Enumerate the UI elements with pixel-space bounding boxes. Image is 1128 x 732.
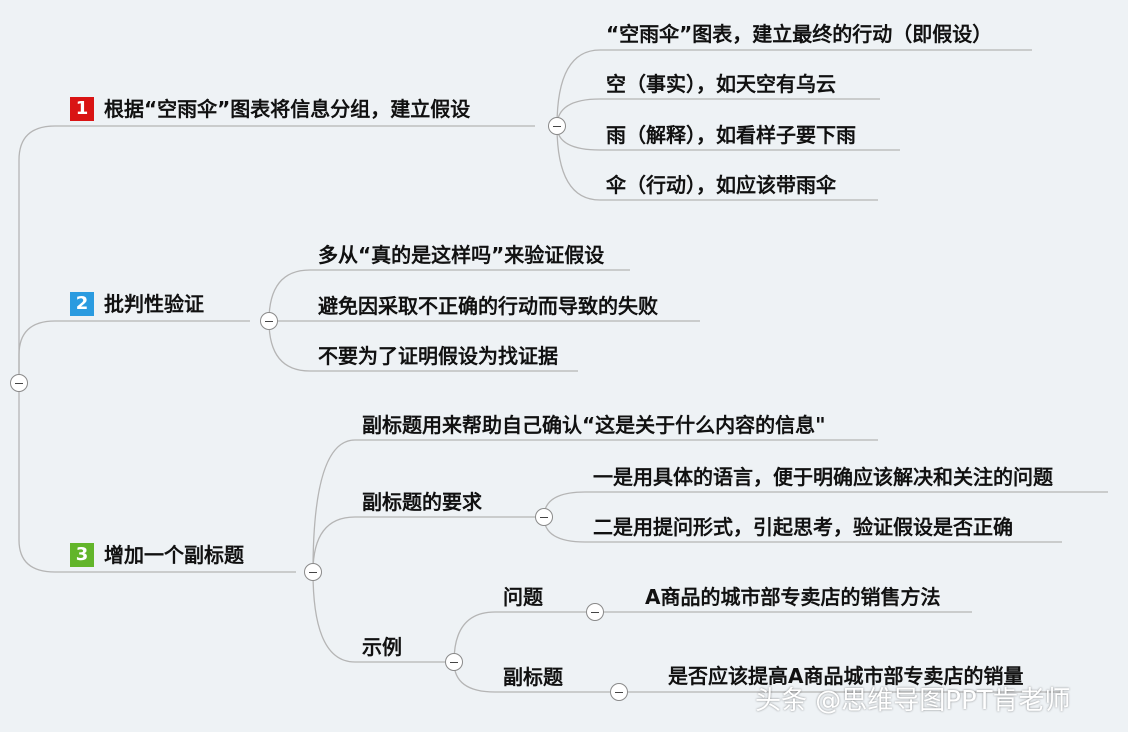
requirements-node[interactable]: 副标题的要求	[362, 490, 482, 514]
branch2-child-2[interactable]: 避免因采取不正确的行动而导致的失败	[318, 294, 658, 318]
example-question-text[interactable]: A商品的城市部专卖店的销售方法	[645, 585, 941, 609]
root-collapse-toggle[interactable]	[10, 374, 28, 392]
example-subtitle-label[interactable]: 副标题	[503, 665, 563, 689]
requirement-2[interactable]: 二是用提问形式，引起思考，验证假设是否正确	[593, 515, 1013, 539]
branch3-node[interactable]: 3 增加一个副标题	[70, 543, 244, 567]
branch1-child-2[interactable]: 空（事实），如天空有乌云	[606, 72, 836, 96]
branch2-number-badge: 2	[70, 292, 94, 316]
example-question-label[interactable]: 问题	[503, 585, 543, 609]
branch1-child-4[interactable]: 伞（行动），如应该带雨伞	[606, 173, 836, 197]
branch1-number-badge: 1	[70, 97, 94, 121]
branch1-child-3[interactable]: 雨（解释），如看样子要下雨	[606, 123, 856, 147]
requirements-collapse-toggle[interactable]	[535, 508, 553, 526]
branch1-child-1[interactable]: “空雨伞”图表，建立最终的行动（即假设）	[606, 22, 993, 46]
subtitle-collapse-toggle[interactable]	[610, 683, 628, 701]
branch2-title: 批判性验证	[104, 292, 204, 316]
branch3-child-subtitle-purpose[interactable]: 副标题用来帮助自己确认“这是关于什么内容的信息"	[362, 413, 826, 437]
branch3-collapse-toggle[interactable]	[304, 563, 322, 581]
requirement-1[interactable]: 一是用具体的语言，便于明确应该解决和关注的问题	[593, 465, 1053, 489]
watermark-text: 头条 @思维导图PPT肯老师	[755, 686, 1071, 716]
branch2-child-1[interactable]: 多从“真的是这样吗”来验证假设	[318, 243, 605, 267]
example-node[interactable]: 示例	[362, 635, 402, 659]
example-collapse-toggle[interactable]	[445, 653, 463, 671]
branch2-node[interactable]: 2 批判性验证	[70, 292, 204, 316]
branch1-collapse-toggle[interactable]	[548, 117, 566, 135]
question-collapse-toggle[interactable]	[586, 603, 604, 621]
branch2-collapse-toggle[interactable]	[260, 312, 278, 330]
branch1-title: 根据“空雨伞”图表将信息分组，建立假设	[104, 97, 471, 121]
branch3-number-badge: 3	[70, 543, 94, 567]
example-subtitle-text[interactable]: 是否应该提高A商品城市部专卖店的销量	[668, 664, 1024, 688]
branch2-child-3[interactable]: 不要为了证明假设为找证据	[318, 344, 558, 368]
branch1-node[interactable]: 1 根据“空雨伞”图表将信息分组，建立假设	[70, 97, 470, 121]
branch3-title: 增加一个副标题	[104, 543, 244, 567]
